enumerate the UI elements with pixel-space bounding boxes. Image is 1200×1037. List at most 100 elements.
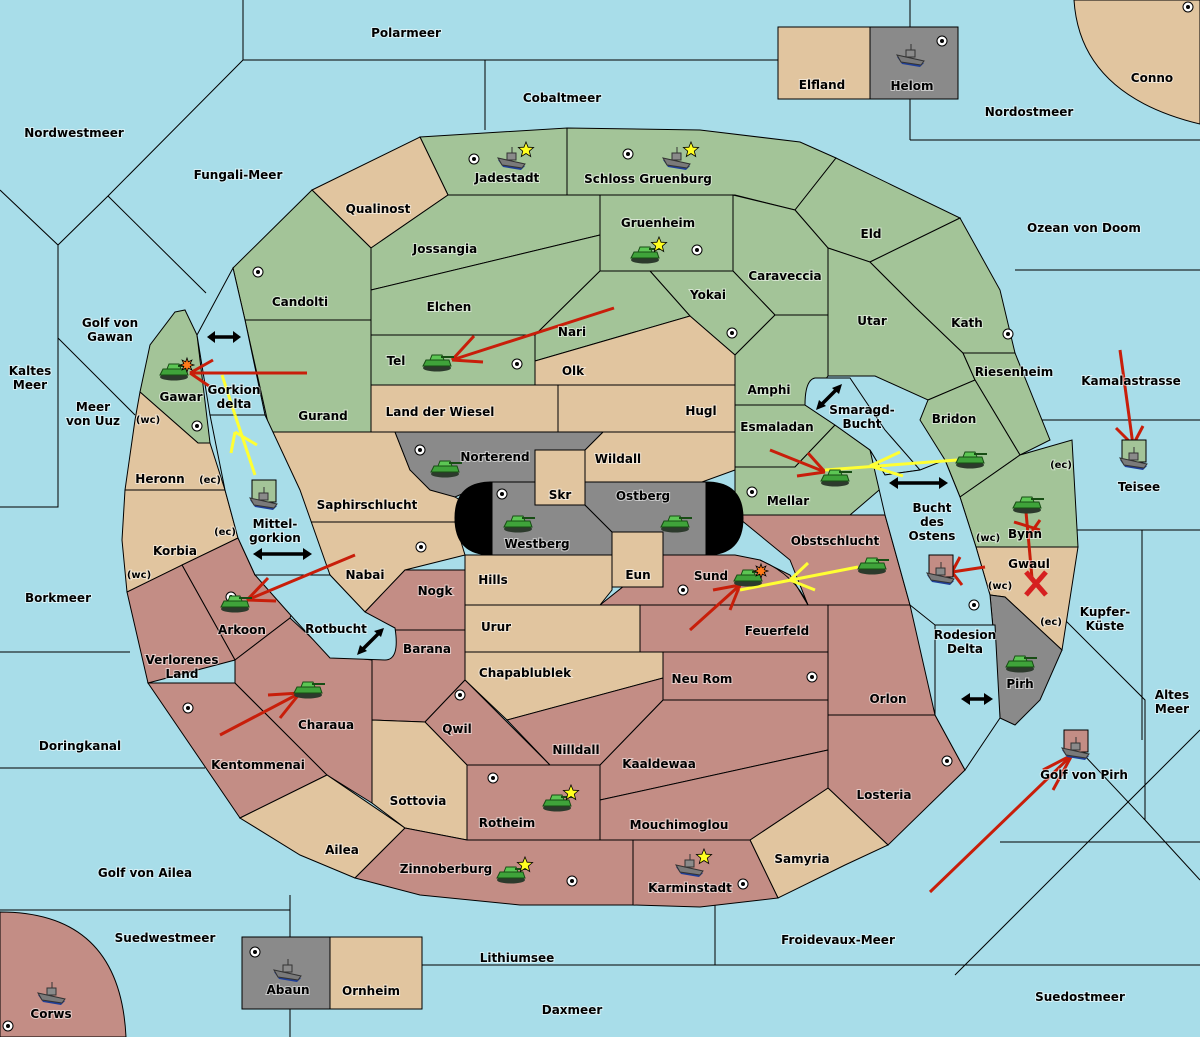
order-move-bynn-gwaul xyxy=(1013,511,1042,579)
army-unit-arkoon[interactable] xyxy=(220,595,252,613)
army-unit-mellar[interactable] xyxy=(820,469,852,487)
label-nordwestmeer: Nordwestmeer xyxy=(24,126,124,140)
impassable-west xyxy=(454,481,493,556)
supply-center-icon xyxy=(454,689,466,701)
army-unit-gruenheim[interactable] xyxy=(630,235,668,264)
supply-center-icon xyxy=(737,878,749,890)
province-corws[interactable] xyxy=(0,911,127,1037)
fleet-unit-mittel-gorkion[interactable] xyxy=(249,479,278,510)
label-borkmeer: Borkmeer xyxy=(25,591,91,605)
fleet-unit-abaun[interactable] xyxy=(273,959,302,982)
label-meer-von-uuz: Meer xyxy=(76,400,110,414)
army-unit-ostberg[interactable] xyxy=(660,515,692,533)
label-hugl: Hugl xyxy=(685,404,716,418)
double-arrow-icon xyxy=(889,477,948,489)
supply-center-icon xyxy=(182,702,194,714)
label-suedostmeer: Suedostmeer xyxy=(1035,990,1125,1004)
label-helom: Helom xyxy=(890,79,933,93)
army-unit-tel[interactable] xyxy=(422,354,454,372)
sea-rotbucht[interactable] xyxy=(253,574,397,661)
fleet-unit-corws[interactable] xyxy=(37,982,66,1005)
home-center-star-icon xyxy=(562,783,580,801)
tank-icon xyxy=(220,595,252,613)
tank-icon xyxy=(820,469,852,487)
army-unit-zinnoberburg[interactable] xyxy=(496,855,534,884)
tank-icon xyxy=(1012,496,1044,514)
tank-icon xyxy=(422,354,454,372)
label-mouchimoglou: Mouchimoglou xyxy=(630,818,729,832)
sea-gorkion-delta[interactable] xyxy=(196,266,266,416)
label-bucht-des-ostens-3: Ostens xyxy=(909,529,956,543)
province-riesenheim[interactable] xyxy=(962,352,1051,456)
label-mittel-gorkion-2: gorkion xyxy=(249,531,301,545)
army-unit-pirh[interactable] xyxy=(1005,655,1037,673)
label-yokai: Yokai xyxy=(689,288,726,302)
army-unit-norterend[interactable] xyxy=(430,460,462,478)
tank-icon xyxy=(430,460,462,478)
label-mellar: Mellar xyxy=(767,494,809,508)
fleet-unit-helom[interactable] xyxy=(896,44,925,67)
fleet-unit-schloss-gruenburg[interactable] xyxy=(662,140,700,170)
army-unit-westberg[interactable] xyxy=(503,515,535,533)
supply-center-icon xyxy=(968,599,980,611)
coast-marker-heronn-ec: (ec) xyxy=(199,475,221,486)
label-eld: Eld xyxy=(861,227,882,241)
label-amphi: Amphi xyxy=(747,383,790,397)
label-hills: Hills xyxy=(478,573,508,587)
order-move-to-arkoon xyxy=(245,553,356,603)
province-conno[interactable] xyxy=(1073,0,1200,125)
ship-icon xyxy=(249,487,278,510)
order-move-to-tel xyxy=(450,306,615,364)
label-bridon: Bridon xyxy=(932,412,977,426)
army-unit-charaua[interactable] xyxy=(293,681,325,699)
tank-icon xyxy=(857,557,889,575)
adjacency-arrows xyxy=(207,331,993,705)
army-unit-bridon[interactable] xyxy=(955,451,987,469)
province-gruenheim[interactable] xyxy=(599,194,734,272)
label-sottovia: Sottovia xyxy=(390,794,447,808)
fleet-unit-jadestadt[interactable] xyxy=(497,140,535,170)
label-skr: Skr xyxy=(549,488,572,502)
order-move-to-gawar xyxy=(189,358,307,388)
province-zinnoberburg[interactable] xyxy=(354,827,634,906)
ship-icon xyxy=(1061,737,1090,760)
failed-order-x-icon xyxy=(1024,570,1048,597)
army-unit-rotheim[interactable] xyxy=(542,783,580,812)
supply-center-icon xyxy=(2,1020,14,1032)
tank-icon xyxy=(1005,655,1037,673)
coast-marker-bynn-wc: (wc) xyxy=(976,533,1000,544)
label-froidevaux-meer: Froidevaux-Meer xyxy=(781,933,895,947)
supply-center-icon xyxy=(496,488,508,500)
label-golf-von-gawan-2: Gawan xyxy=(87,330,133,344)
label-karminstadt: Karminstadt xyxy=(648,881,732,895)
label-wildall: Wildall xyxy=(595,452,641,466)
supply-center-icon xyxy=(252,266,264,278)
army-unit-obstschlucht[interactable] xyxy=(857,557,889,575)
label-nogk: Nogk xyxy=(418,584,454,598)
label-feuerfeld: Feuerfeld xyxy=(745,624,810,638)
fleet-unit-karminstadt[interactable] xyxy=(675,847,713,877)
province-eun[interactable] xyxy=(611,531,664,588)
fleet-unit-teisee[interactable] xyxy=(1119,439,1148,470)
home-center-star-icon xyxy=(682,140,700,158)
label-nordostmeer: Nordostmeer xyxy=(985,105,1074,119)
label-teisee: Teisee xyxy=(1118,480,1160,494)
army-unit-bynn[interactable] xyxy=(1012,496,1044,514)
label-golf-von-ailea: Golf von Ailea xyxy=(98,866,192,880)
order-support-sund xyxy=(739,561,859,592)
double-arrow-icon xyxy=(816,384,842,410)
army-unit-gawar[interactable] xyxy=(159,356,196,381)
label-suedwestmeer: Suedwestmeer xyxy=(115,931,216,945)
province-nilldall[interactable] xyxy=(506,677,664,766)
label-bucht-des-ostens: Bucht xyxy=(912,501,951,515)
sea-bucht-des-ostens[interactable] xyxy=(869,449,996,651)
coast-marker-gwaul-ec: (ec) xyxy=(1040,617,1062,628)
label-kaltes-meer: Kaltes xyxy=(9,364,52,378)
army-unit-sund[interactable] xyxy=(733,562,770,587)
fleet-unit-golf-von-pirh[interactable] xyxy=(1061,729,1090,760)
fleet-unit-bucht-des-ostens[interactable] xyxy=(926,554,955,585)
province-ornheim[interactable] xyxy=(329,936,423,1010)
home-center-star-icon xyxy=(516,855,534,873)
label-rodesion-delta-2: Delta xyxy=(947,642,983,656)
